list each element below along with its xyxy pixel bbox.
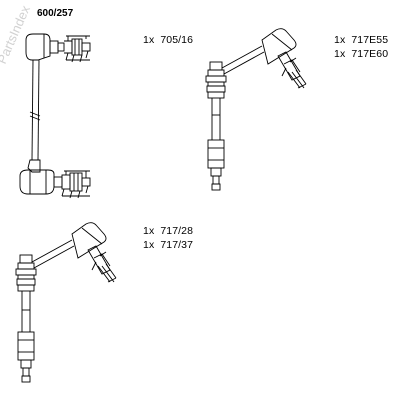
ignition-lead-705-16 (19, 33, 91, 199)
component-label-717e55: 1x 717E55 (334, 34, 389, 46)
ignition-lead-717e55 (205, 28, 307, 191)
component-label-717-37: 1x 717/37 (143, 239, 194, 251)
ignition-lead-717-28 (15, 222, 117, 383)
component-label-717e60: 1x 717E60 (334, 48, 389, 60)
component-label-717-28: 1x 717/28 (143, 225, 194, 237)
kit-part-number: 600/257 (37, 8, 74, 19)
component-label-705-16: 1x 705/16 (143, 34, 194, 46)
